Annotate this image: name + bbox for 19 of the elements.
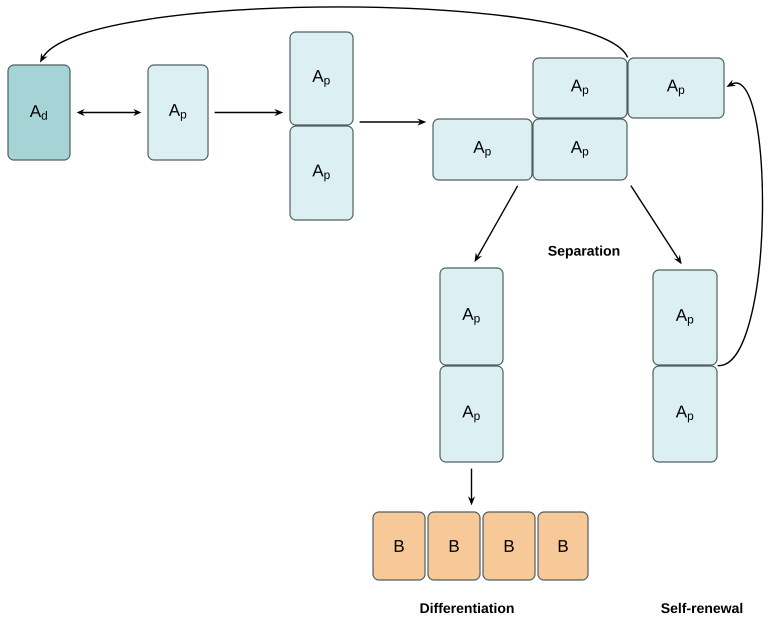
cell-box: A$_{p}$ — [652, 365, 718, 463]
cell-box: A$_{p}$ — [147, 64, 209, 161]
cell-box: B — [427, 511, 481, 581]
cell-box: A$_{p}$ — [432, 118, 533, 181]
cell-box: A$_{p}$ — [532, 57, 628, 119]
cell-box: A$_{p}$ — [289, 125, 354, 221]
cell-box: B — [537, 511, 589, 581]
cell-box: A$_{p}$ — [652, 269, 718, 366]
cell-box: A$_{p}$ — [289, 31, 354, 126]
step-label: Self-renewal — [661, 602, 742, 614]
cell-box: A$_{p}$ — [627, 57, 725, 119]
step-label: Separation — [548, 245, 620, 259]
cell-box: A$_{p}$ — [532, 118, 628, 181]
cell-box: B — [372, 511, 426, 581]
cell-box: B — [482, 511, 536, 581]
cell-box: A$_{d}$ — [7, 64, 71, 161]
cell-box: A$_{p}$ — [439, 365, 504, 463]
cell-box: A$_{p}$ — [439, 267, 504, 366]
step-label: Differentiation — [420, 602, 514, 614]
